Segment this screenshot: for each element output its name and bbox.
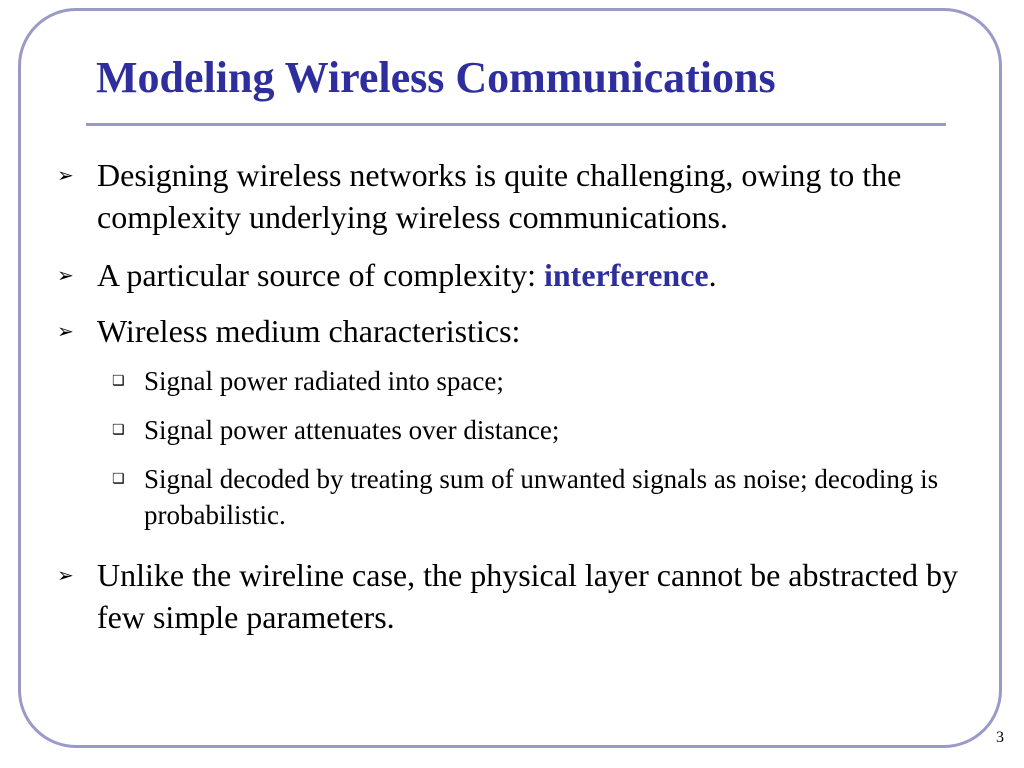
- slide-title: Modeling Wireless Communications: [96, 53, 776, 102]
- bullet-item: ➢ Designing wireless networks is quite c…: [57, 154, 987, 238]
- square-bullet-icon: ❏: [112, 373, 125, 389]
- bullet-text: Unlike the wireline case, the physical l…: [97, 557, 958, 635]
- sub-bullet-item: ❏ Signal power radiated into space;: [112, 363, 964, 399]
- square-bullet-icon: ❏: [112, 422, 125, 438]
- emphasis-interference: interference: [543, 257, 709, 293]
- bullet-text: Designing wireless networks is quite cha…: [97, 157, 902, 235]
- page-number: 3: [996, 729, 1004, 746]
- bullet-item: ➢ A particular source of complexity: int…: [57, 254, 987, 296]
- title-divider: [86, 123, 946, 126]
- bullet-text: Wireless medium characteristics:: [97, 313, 521, 349]
- bullet-text: A particular source of complexity:: [97, 257, 544, 293]
- bullet-item: ➢ Unlike the wireline case, the physical…: [57, 554, 987, 638]
- sub-bullet-item: ❏ Signal decoded by treating sum of unwa…: [112, 461, 964, 533]
- sub-bullet-text: Signal power attenuates over distance;: [144, 415, 560, 445]
- bullet-item: ➢ Wireless medium characteristics:: [57, 310, 987, 352]
- sub-bullet-text: Signal decoded by treating sum of unwant…: [144, 464, 939, 530]
- bullet-text-end: .: [708, 257, 717, 293]
- slide-frame: [18, 8, 1002, 748]
- square-bullet-icon: ❏: [112, 471, 125, 487]
- chevron-right-icon: ➢: [57, 163, 74, 187]
- chevron-right-icon: ➢: [57, 319, 74, 343]
- sub-bullet-text: Signal power radiated into space;: [144, 366, 504, 396]
- chevron-right-icon: ➢: [57, 563, 74, 587]
- sub-bullet-item: ❏ Signal power attenuates over distance;: [112, 412, 964, 448]
- chevron-right-icon: ➢: [57, 263, 74, 287]
